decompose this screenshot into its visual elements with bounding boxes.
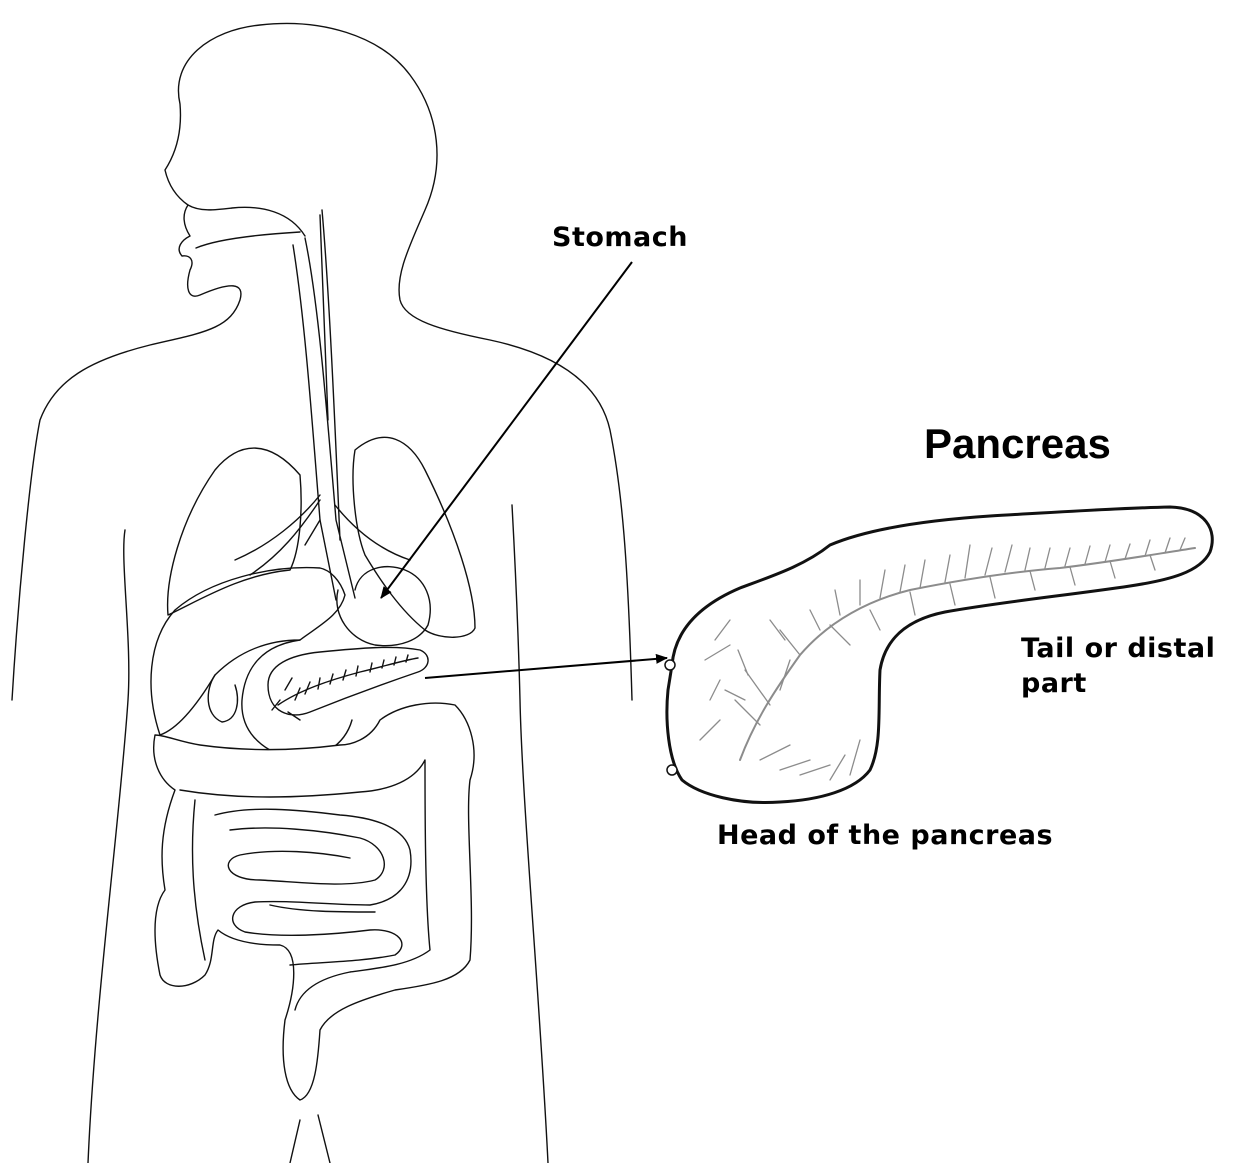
lungs bbox=[168, 437, 475, 637]
diagram-title: Pancreas bbox=[924, 420, 1111, 468]
stomach-label: Stomach bbox=[552, 222, 688, 253]
duodenum bbox=[242, 640, 352, 759]
mouth-lips bbox=[188, 205, 305, 248]
head-label: Head of the pancreas bbox=[717, 820, 1053, 851]
left-lung bbox=[168, 448, 301, 615]
colon bbox=[154, 703, 474, 1100]
tail-label: Tail or distal part bbox=[1021, 632, 1215, 701]
pancreas-duct-opening-top bbox=[665, 660, 675, 670]
body-pancreas-outline bbox=[268, 647, 428, 715]
right-lung bbox=[353, 437, 475, 637]
stomach-arrow bbox=[381, 262, 632, 598]
pancreas-duct-opening-bottom bbox=[667, 765, 677, 775]
gallbladder bbox=[208, 675, 237, 722]
esophagus bbox=[293, 210, 355, 600]
large-intestine bbox=[154, 703, 474, 1100]
